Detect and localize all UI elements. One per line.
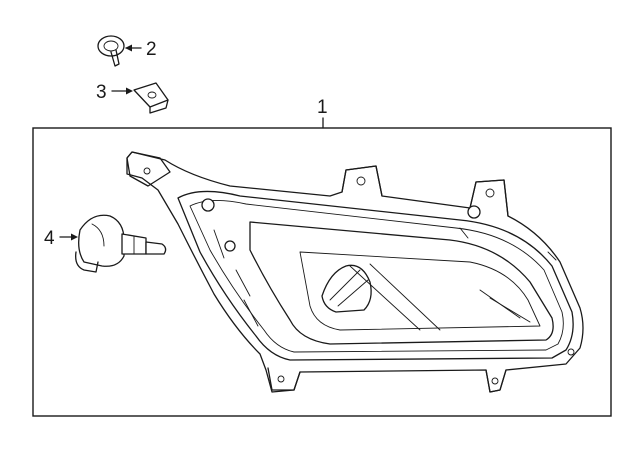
callout-2-arrow [125,44,132,52]
assembly-frame [32,127,612,417]
callout-4-label: 4 [44,228,55,249]
part-1-fog-lamp-assembly[interactable] [126,151,584,393]
part-3-clip[interactable] [133,82,169,114]
callout-3-label: 3 [96,82,107,103]
callout-1-label: 1 [317,97,328,118]
callout-4-arrow [71,233,78,241]
callout-3-arrow [126,87,133,95]
part-2-push-pin[interactable] [97,35,125,67]
part-4-bulb[interactable] [75,214,167,273]
callout-2-label: 2 [146,39,157,60]
